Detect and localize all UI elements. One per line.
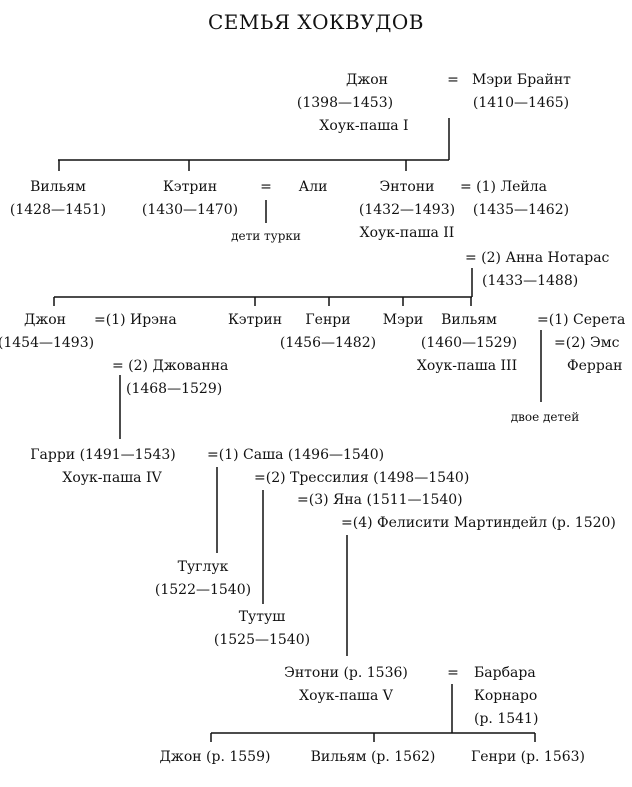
person-name: Вильям (441, 312, 497, 328)
person-dates: (1430—1470) (141, 202, 239, 218)
spouse-name: Барбара (474, 665, 536, 681)
spouse-name: = (2) Анна Нотарас (465, 250, 610, 266)
spouse-name: =(1) Серета (537, 312, 626, 328)
person-name: Джон (345, 72, 389, 88)
person-dates: (1468—1529) (126, 381, 223, 397)
person-dates: (1432—1493) (358, 202, 456, 218)
person-name: Кэтрин (227, 312, 283, 328)
person-dates: (1456—1482) (279, 335, 377, 351)
person-title: Хоук-паша V (299, 688, 393, 704)
person-title: Хоук-паша II (359, 225, 455, 241)
spouse-name: =(4) Фелисити Мартиндейл (р. 1520) (341, 515, 616, 531)
spouse-name: Ферран (567, 358, 623, 374)
person-name: Энтони (379, 179, 435, 195)
person-dates: (1460—1529) (420, 335, 518, 351)
spouse-name: =(2) Трессилия (1498—1540) (254, 470, 470, 486)
marriage-sign: = (447, 665, 459, 681)
person-title: Хоук-паша IV (62, 470, 162, 486)
person-name: Генри (305, 312, 351, 328)
person-name: Джон (23, 312, 67, 328)
person-name: Тутуш (238, 609, 286, 625)
descendants-note: дети турки (231, 229, 301, 243)
person-dates: (1398—1453) (296, 95, 394, 111)
descendants-note: двое детей (510, 410, 580, 424)
person-title: Хоук-паша I (319, 118, 409, 134)
person-name: Вильям (р. 1562) (310, 749, 436, 765)
person-title: Хоук-паша III (416, 358, 518, 374)
person-name: Кэтрин (162, 179, 218, 195)
person-name: Мэри (382, 312, 424, 328)
spouse-name: Мэри Брайнт (472, 72, 571, 88)
page-title: СЕМЬЯ ХОКВУДОВ (208, 10, 424, 34)
person-dates: (1433—1488) (482, 273, 579, 289)
person-dates: (1525—1540) (213, 632, 311, 648)
person-dates: (1428—1451) (9, 202, 107, 218)
spouse-name: Али (298, 179, 328, 195)
person-name: Джон (р. 1559) (159, 749, 271, 765)
spouse-name: = (2) Джованна (112, 358, 229, 374)
person-name: Генри (р. 1563) (470, 749, 586, 765)
person-dates: (1435—1462) (472, 202, 570, 218)
marriage-sign: = (260, 179, 272, 195)
spouse-name: Корнаро (474, 688, 538, 704)
spouse-name: =(1) Ирэна (94, 312, 177, 328)
spouse-name: =(2) Эмс (554, 335, 620, 351)
spouse-name: =(3) Яна (1511—1540) (297, 492, 463, 508)
spouse-name: = (1) Лейла (460, 179, 548, 195)
person-dates: (1454—1493) (0, 335, 95, 351)
person-dates: (р. 1541) (474, 711, 539, 727)
marriage-sign: = (447, 72, 459, 88)
person-name: Энтони (р. 1536) (284, 665, 408, 681)
person-name: Туглук (177, 559, 229, 575)
spouse-name: =(1) Саша (1496—1540) (207, 447, 385, 463)
person-dates: (1410—1465) (472, 95, 570, 111)
person-name: Гарри (1491—1543) (30, 447, 176, 463)
person-name: Вильям (30, 179, 86, 195)
person-dates: (1522—1540) (154, 582, 252, 598)
